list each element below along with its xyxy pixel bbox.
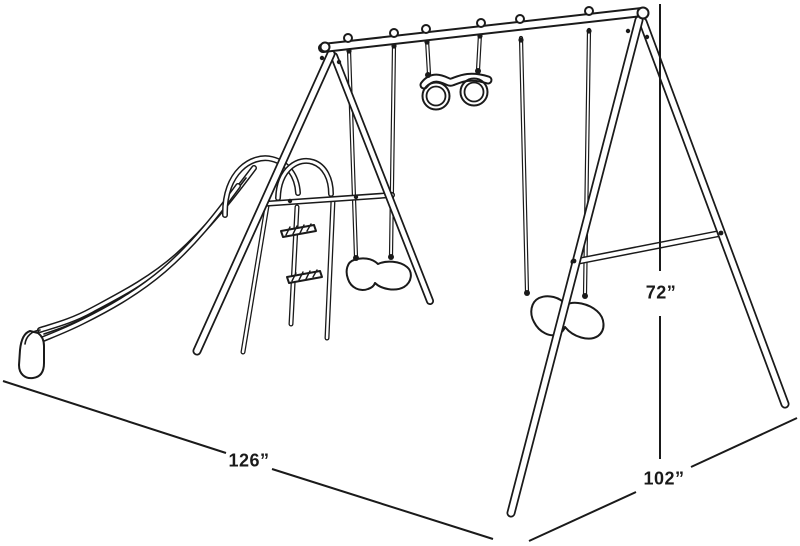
width-dimension-label: 126” <box>228 450 270 471</box>
left-swing-seat <box>345 257 412 291</box>
beam-end-cap <box>319 41 331 53</box>
depth-dimension-line <box>690 417 798 468</box>
slide <box>18 168 254 380</box>
width-dimension-line <box>2 380 227 454</box>
depth-dimension-line <box>528 491 637 542</box>
slide-lip <box>24 329 41 345</box>
right-seat-hook <box>524 290 530 296</box>
platform-and-ladder <box>225 158 392 352</box>
dimension-lines <box>2 4 798 542</box>
left-a-frame <box>197 54 430 351</box>
trapeze-rings <box>423 68 489 111</box>
depth-dimension-label: 102” <box>643 468 685 489</box>
ladder-rung <box>286 269 323 284</box>
left-seat-hook <box>353 255 359 261</box>
swing-hangers <box>343 6 594 54</box>
height-dimension-label: 72” <box>645 282 677 303</box>
beam-end-cap <box>636 6 650 20</box>
left-seat-hook <box>388 254 394 260</box>
width-dimension-line <box>271 468 494 540</box>
right-a-frame <box>511 20 785 513</box>
top-beam <box>319 6 650 53</box>
ladder-rung <box>280 223 317 238</box>
slide-exit-foot <box>18 330 45 380</box>
right-seat-hook <box>582 293 588 299</box>
